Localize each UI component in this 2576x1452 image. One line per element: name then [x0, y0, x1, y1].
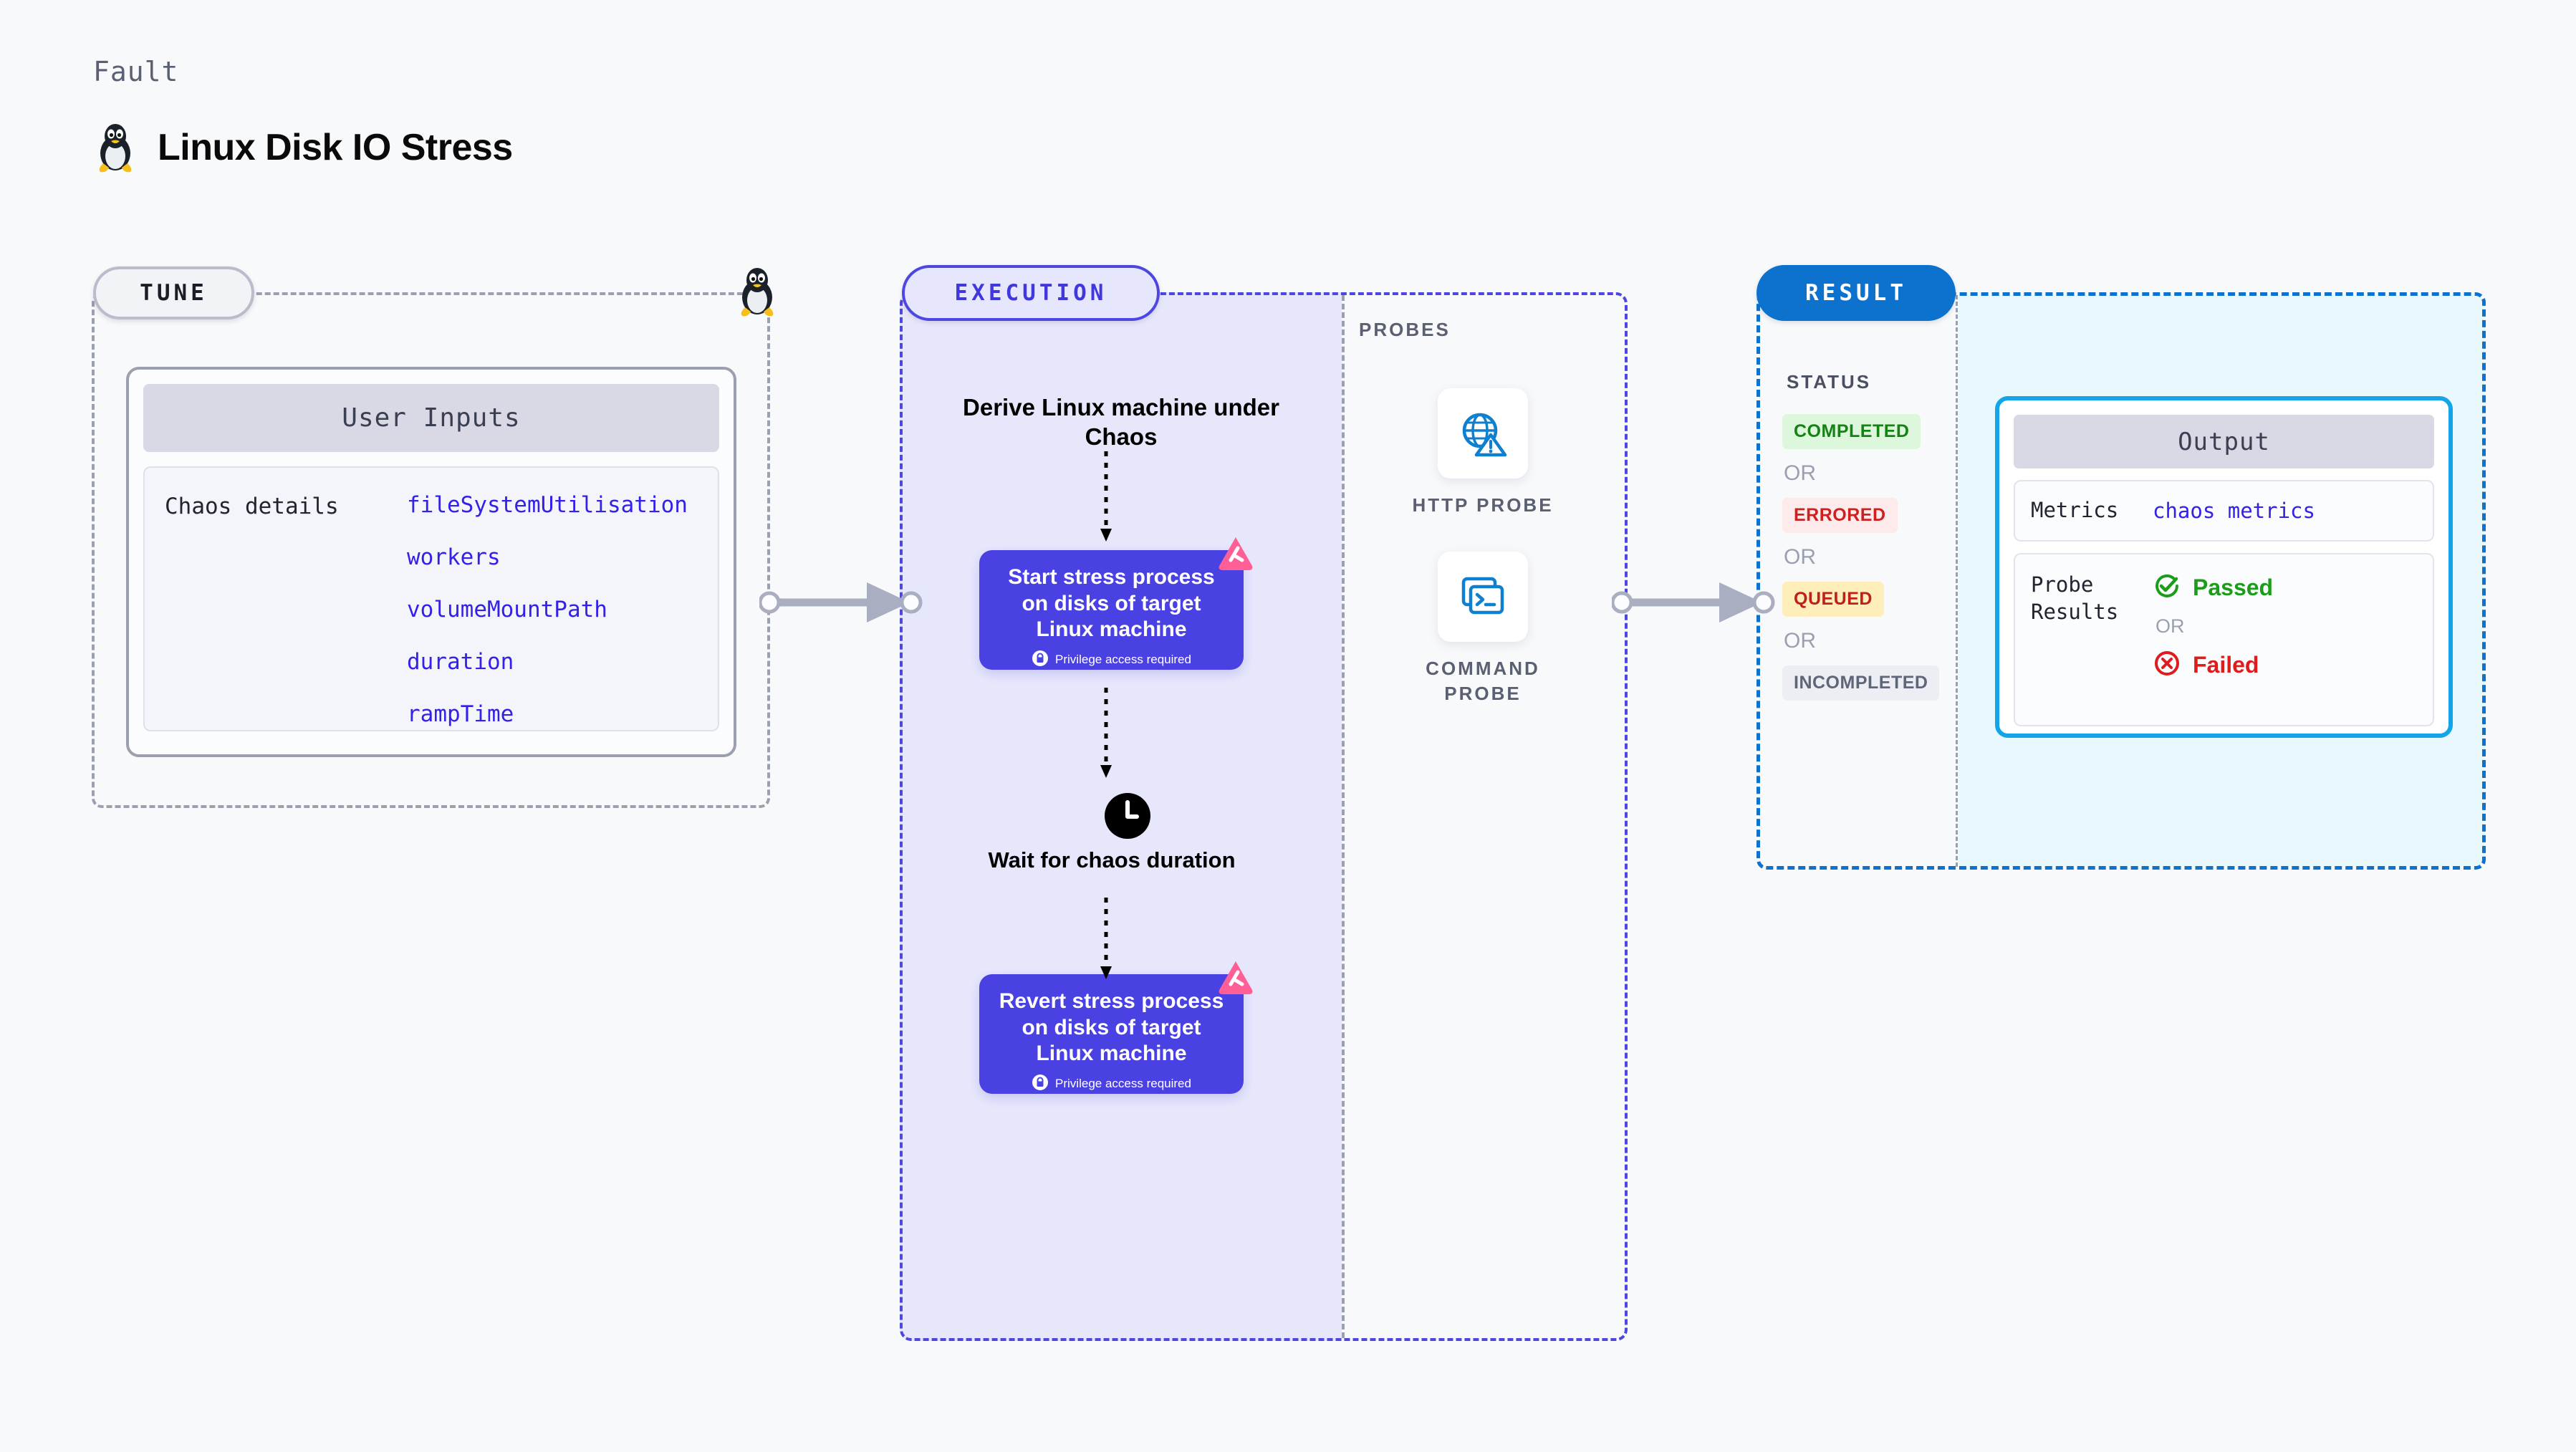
chaos-details-values: fileSystemUtilisation workers volumeMoun… — [407, 492, 688, 727]
status-badge-completed: COMPLETED — [1782, 414, 1921, 449]
execution-probes-divider — [1342, 295, 1345, 1338]
status-badge-incompleted: INCOMPLETED — [1782, 665, 1940, 701]
user-inputs-card: User Inputs Chaos details fileSystemUtil… — [126, 367, 736, 757]
status-badge-queued: QUEUED — [1782, 582, 1884, 617]
chaos-param-workers[interactable]: workers — [407, 544, 501, 570]
chaos-details-box: Chaos details fileSystemUtilisation work… — [143, 466, 719, 731]
execution-node-note: Privilege access required — [995, 650, 1228, 670]
connector-tune-to-execution — [758, 577, 924, 628]
output-metrics-row: Metrics chaos metrics — [2014, 480, 2434, 542]
execution-node-title: Revert stress process on disks of target… — [999, 989, 1224, 1066]
fault-kicker: Fault — [93, 56, 179, 87]
probes-label: PROBES — [1359, 319, 1451, 340]
execution-heading: Derive Linux machine under Chaos — [963, 394, 1279, 451]
chaos-details-label: Chaos details — [165, 494, 339, 519]
execution-panel — [900, 292, 1628, 1341]
lock-icon — [1032, 650, 1049, 670]
user-inputs-title: User Inputs — [143, 384, 719, 452]
verdict-or-label: OR — [2156, 615, 2185, 637]
page-title: Linux Disk IO Stress — [158, 127, 513, 168]
x-circle-icon — [2153, 649, 2181, 681]
execution-node-title: Start stress process on disks of target … — [1008, 565, 1215, 642]
execution-node-note: Privilege access required — [995, 1074, 1228, 1095]
probe-caption-http: HTTP PROBE — [1412, 494, 1554, 516]
linux-penguin-corner-icon — [735, 266, 779, 317]
output-probe-results-key: Probe Results — [2031, 572, 2119, 624]
terminal-icon — [1438, 552, 1528, 642]
output-metrics-key: Metrics — [2031, 498, 2119, 523]
result-output-divider — [1956, 295, 1958, 867]
result-badge[interactable]: RESULT — [1756, 265, 1956, 321]
tune-panel — [92, 292, 770, 808]
flow-arrow-down-icon — [1097, 451, 1115, 548]
status-list: COMPLETED OR ERRORED OR QUEUED OR INCOMP… — [1782, 414, 1947, 701]
output-metrics-value[interactable]: chaos metrics — [2153, 499, 2315, 523]
wait-for-chaos-duration-label: Wait for chaos duration — [988, 847, 1236, 872]
probe-item-http[interactable]: HTTP PROBE — [1400, 388, 1565, 518]
flow-arrow-down-icon — [1097, 898, 1115, 986]
check-circle-icon — [2153, 572, 2181, 604]
verdict-failed: Failed — [2153, 649, 2273, 681]
output-probe-results-row: Probe Results Passed OR — [2014, 553, 2434, 726]
chaos-param-volumemountpath[interactable]: volumeMountPath — [407, 597, 607, 622]
execution-node-start-stress[interactable]: Start stress process on disks of target … — [979, 537, 1253, 670]
verdict-passed: Passed — [2153, 572, 2273, 604]
litmus-chaos-icon — [1216, 534, 1255, 577]
linux-penguin-icon — [93, 122, 138, 173]
chaos-param-ramptime[interactable]: rampTime — [407, 701, 514, 727]
chaos-param-filesystemutilisation[interactable]: fileSystemUtilisation — [407, 492, 688, 518]
litmus-chaos-icon — [1216, 958, 1255, 1001]
globe-warning-icon — [1438, 388, 1528, 479]
clock-icon — [1103, 792, 1152, 844]
fault-title-row: Linux Disk IO Stress — [93, 122, 513, 173]
execution-node-revert-stress[interactable]: Revert stress process on disks of target… — [979, 961, 1253, 1095]
output-title: Output — [2014, 415, 2434, 468]
execution-badge[interactable]: EXECUTION — [902, 265, 1160, 321]
output-probe-results-values: Passed OR Failed — [2153, 572, 2273, 681]
status-or-label: OR — [1784, 629, 1816, 653]
execution-node-note-text: Privilege access required — [1055, 653, 1191, 667]
connector-execution-to-result — [1610, 577, 1777, 628]
flow-arrow-down-icon — [1097, 688, 1115, 784]
probe-item-command[interactable]: COMMAND PROBE — [1400, 552, 1565, 706]
status-or-label: OR — [1784, 545, 1816, 569]
execution-node-note-text: Privilege access required — [1055, 1077, 1191, 1091]
verdict-passed-label: Passed — [2193, 574, 2274, 600]
verdict-failed-label: Failed — [2193, 652, 2259, 678]
lock-icon — [1032, 1074, 1049, 1095]
status-label: STATUS — [1787, 371, 1872, 393]
output-card: Output Metrics chaos metrics Probe Resul… — [1995, 396, 2453, 738]
probe-caption-command: COMMAND PROBE — [1426, 658, 1540, 705]
status-badge-errored: ERRORED — [1782, 498, 1898, 533]
chaos-param-duration[interactable]: duration — [407, 649, 514, 675]
status-or-label: OR — [1784, 461, 1816, 485]
result-panel — [1756, 292, 2486, 870]
tune-badge[interactable]: TUNE — [93, 266, 254, 319]
